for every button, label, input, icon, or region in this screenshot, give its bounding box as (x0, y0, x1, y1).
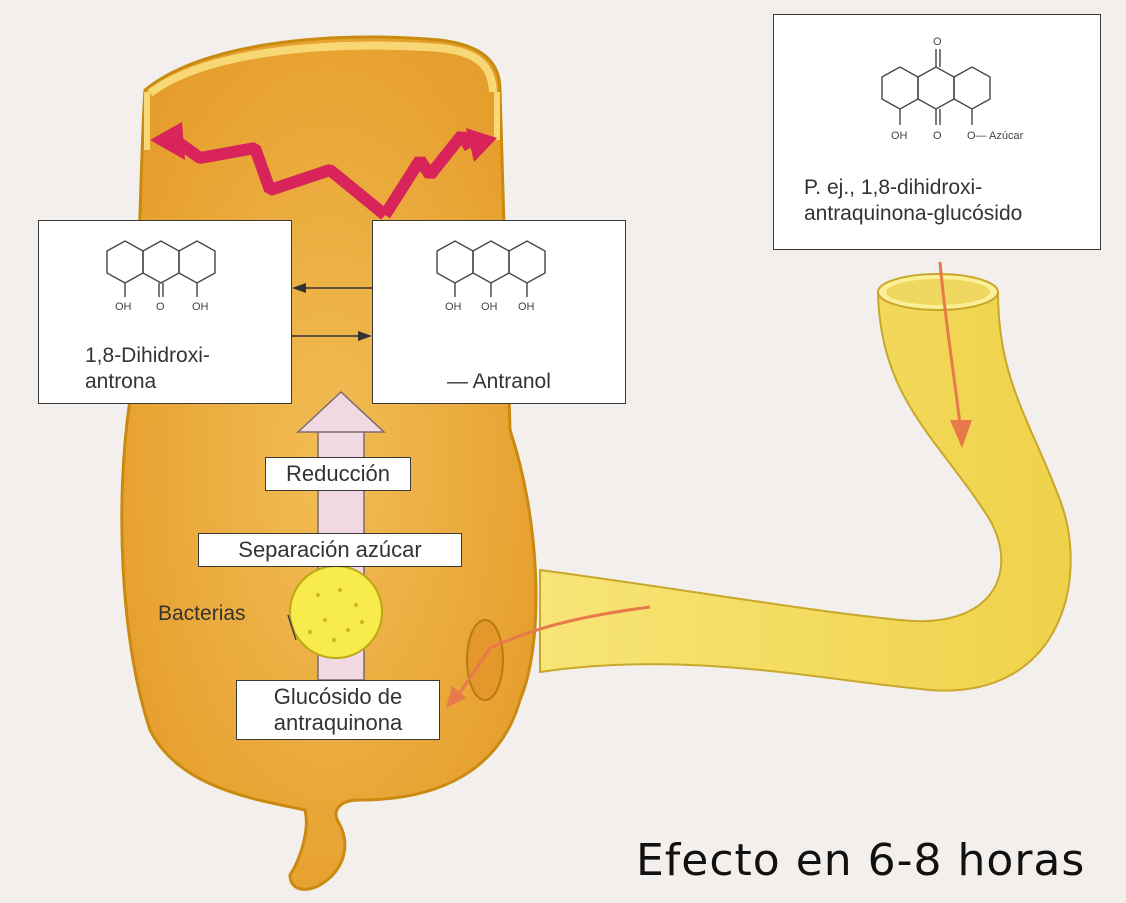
anthranol-oh-left: OH (445, 301, 462, 313)
glycoside-top-o: O (933, 36, 942, 48)
glycoside-caption: P. ej., 1,8-dihidroxi- antraquinona-gluc… (804, 175, 1022, 227)
glycoside-step-label: Glucósido de antraquinona (236, 680, 440, 740)
glycoside-oh: OH (891, 130, 908, 142)
sugar-separation-label: Separación azúcar (198, 533, 462, 567)
glycoside-mid-o: O (933, 130, 942, 142)
glycoside-molecule: O O OH O— Azúcar (774, 15, 1100, 145)
anthrone-o-mid: O (156, 301, 165, 313)
anthranol-caption: — Antranol (447, 369, 551, 395)
effect-time-text: Efecto en 6-8 horas (636, 835, 1085, 886)
anthranol-structure-box: OH OH OH — Antranol (372, 220, 626, 404)
glycoside-sugar: O— Azúcar (967, 130, 1024, 142)
reduction-label: Reducción (265, 457, 411, 491)
anthranol-molecule: OH OH OH (373, 221, 625, 321)
anthrone-oh-right: OH (192, 301, 209, 313)
anthranol-oh-right: OH (518, 301, 535, 313)
anthrone-structure-box: OH O OH 1,8-Dihidroxi- antrona (38, 220, 292, 404)
colon-opening (467, 620, 503, 700)
anthrone-molecule: OH O OH (39, 221, 291, 321)
anthrone-oh-left: OH (115, 301, 132, 313)
anthranol-oh-mid: OH (481, 301, 498, 313)
bacteria-label: Bacterias (158, 602, 246, 626)
bacteria-blob (288, 566, 382, 658)
glycoside-structure-box: O O OH O— Azúcar P. ej., 1,8-dihidroxi- … (773, 14, 1101, 250)
anthrone-caption: 1,8-Dihidroxi- antrona (85, 343, 210, 395)
